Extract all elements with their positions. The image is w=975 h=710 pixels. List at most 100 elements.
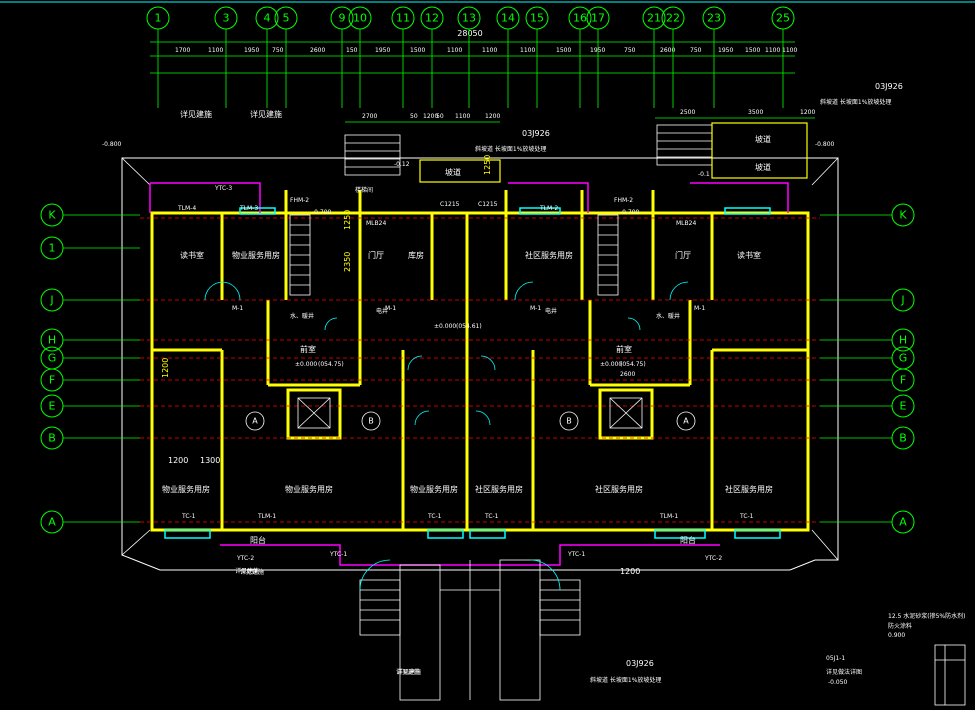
- tag-32: (054.61): [456, 323, 482, 330]
- tag-20: MLB24: [676, 220, 696, 227]
- dim-d16: 750: [690, 47, 702, 54]
- tag-21: YTC-2: [236, 555, 254, 562]
- dim-d14: 750: [624, 47, 636, 54]
- tag-33: 详见建施: [240, 568, 264, 576]
- dim-overall: 28050: [457, 29, 482, 38]
- legend-detail: [934, 644, 966, 706]
- dim-d3: 1950: [244, 47, 259, 54]
- grid-right-K-0: K: [899, 209, 907, 222]
- room-label-13: 社区服务用房: [475, 484, 523, 494]
- dim-d6: 150: [346, 47, 358, 54]
- grid-left-B-7: B: [48, 432, 56, 445]
- tag-29: 楼梯间: [355, 186, 373, 194]
- room-label-5: 社区服务用房: [525, 250, 573, 260]
- tag-13: M-1: [232, 305, 243, 312]
- dim-d2: 1100: [208, 47, 223, 54]
- level-1: -0.800: [102, 141, 122, 148]
- tag-22: YTC-2: [704, 555, 722, 562]
- note-detail-3: 详见建施: [235, 567, 259, 575]
- dim-s4: 50: [436, 113, 444, 120]
- level-5: ±0.000: [295, 361, 317, 368]
- tag-8: TLM-1: [659, 513, 678, 520]
- grid-top-25: 25: [776, 12, 790, 25]
- room-label-14: 社区服务用房: [595, 484, 643, 494]
- tag-23: YTC-1: [329, 551, 347, 558]
- tag-1: YTC-3: [214, 185, 232, 192]
- tag-26: 电井: [545, 307, 557, 315]
- grid-top-22: 22: [666, 12, 680, 25]
- grid-left-H-3: H: [48, 334, 56, 347]
- tag-25: 电井: [376, 307, 388, 315]
- dim-s1: 2700: [362, 113, 377, 120]
- level-9: -0.12: [394, 161, 410, 168]
- grid-right-F-4: F: [900, 374, 906, 387]
- zone-bubble-4: A: [683, 417, 689, 426]
- grid-right-G-3: G: [899, 352, 908, 365]
- grid-left-1-1: 1: [49, 242, 56, 255]
- grid-top-11: 11: [396, 12, 410, 25]
- tag-28: 水、暖井: [656, 312, 680, 320]
- grid-top-13: 13: [462, 12, 476, 25]
- dim-v5: 1300: [200, 456, 220, 465]
- room-label-8: 前室: [300, 344, 316, 354]
- note-ref-2: 03J926: [522, 129, 550, 138]
- grid-left-G-4: G: [48, 352, 57, 365]
- grid-top-10: 10: [353, 12, 367, 25]
- ramp-label-2: 坡道: [755, 134, 771, 144]
- legend-line-3: 详见做法详图: [826, 668, 862, 676]
- grid-top-16: 16: [573, 12, 587, 25]
- tag-6: FHM-2: [614, 197, 633, 204]
- level-8: -0.1: [698, 171, 710, 178]
- room-label-10: 物业服务用房: [162, 484, 210, 494]
- room-label-17: 阳台: [680, 535, 696, 545]
- elevators: [297, 397, 643, 429]
- grid-right-B-6: B: [899, 432, 907, 445]
- grid-left-E-6: E: [49, 400, 56, 413]
- dim-d20: 1100: [782, 47, 797, 54]
- room-label-2: 物业服务用房: [232, 250, 280, 260]
- grid-top-23: 23: [707, 12, 721, 25]
- grid-top-4: 4: [264, 12, 271, 25]
- note-ramp-3: 斜坡道 长坡面1%放坡处理: [590, 676, 661, 684]
- dim-s3: 1200: [423, 113, 438, 120]
- dim-v1: 1250: [343, 210, 352, 230]
- zone-bubble-2: B: [368, 417, 374, 426]
- note-detail-1: 详见建施: [180, 109, 212, 119]
- grid-top-12: 12: [425, 12, 439, 25]
- tag-4: FHM-2: [290, 197, 309, 204]
- tag-30: (054.75): [318, 361, 344, 368]
- room-label-3: 门厅: [368, 250, 384, 260]
- room-label-15: 社区服务用房: [725, 484, 773, 494]
- legend-line-2: 防火涂料: [888, 622, 912, 630]
- note-ref-1: 03J926: [875, 82, 903, 91]
- room-labels: 读书室 物业服务用房 门厅 库房 社区服务用房 门厅 读书室 前室 前室 物业服…: [162, 250, 773, 545]
- grid-right-H-2: H: [899, 334, 907, 347]
- dim-d5: 2600: [310, 47, 325, 54]
- top-dimension-lines: [150, 41, 795, 74]
- note-detail-4: 详见建施: [397, 668, 421, 676]
- room-label-16: 阳台: [250, 535, 266, 545]
- grid-top-1: 1: [155, 12, 162, 25]
- room-label-9: 前室: [616, 344, 632, 354]
- tag-10: TC-1: [427, 513, 442, 520]
- grid-right-A-7: A: [899, 516, 907, 529]
- dim-v7: 2600: [620, 371, 635, 378]
- doors: [204, 281, 689, 591]
- dim-d19: 1100: [765, 47, 780, 54]
- tag-7: TLM-1: [257, 513, 276, 520]
- dim-v8: 1200: [620, 567, 640, 576]
- tag-18: C1215: [478, 201, 498, 208]
- level-7: ±0.000: [434, 323, 456, 330]
- note-ramp-1: 斜坡道 长坡面1%放坡处理: [820, 98, 891, 106]
- level-11: -0.050: [828, 679, 848, 686]
- dim-d18: 1500: [745, 47, 760, 54]
- level-4: -0.700: [620, 209, 640, 216]
- entrance-dims: 2700 50 1200 50 1100 1200 2500 3500 1200: [345, 109, 815, 123]
- tag-12: TC-1: [739, 513, 754, 520]
- ramp-label-1: 坡道: [445, 167, 461, 177]
- grid-left-F-5: F: [49, 374, 55, 387]
